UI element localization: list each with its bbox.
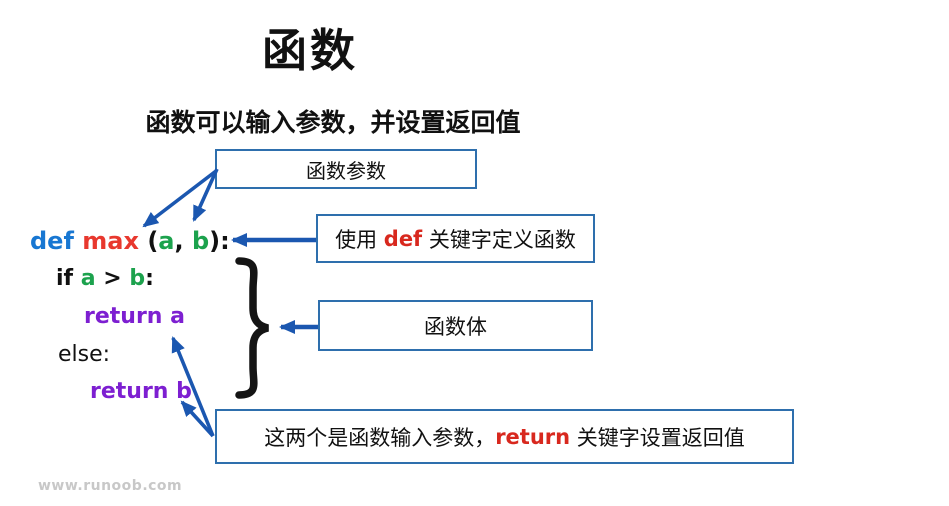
arrow-params-to-b	[192, 168, 219, 222]
code-token-return-b: return b	[90, 379, 192, 404]
code-token-def: def	[30, 227, 74, 255]
code-token-paren-open: (	[147, 227, 159, 255]
code-token-param-b: b	[191, 227, 210, 255]
code-token-colon: :	[145, 266, 154, 291]
callout-def-suffix: 关键字定义函数	[422, 227, 576, 252]
callout-def-prefix: 使用	[335, 227, 384, 252]
callout-def-keyword-text: def	[383, 226, 423, 251]
arrow-return-callout-to-return-b	[180, 400, 215, 438]
callout-return-suffix: 关键字设置返回值	[570, 425, 745, 450]
callout-function-body: 函数体	[318, 300, 593, 351]
code-token-if: if	[56, 266, 81, 291]
code-body-brace	[235, 257, 269, 399]
callout-function-params-label: 函数参数	[306, 158, 386, 183]
callout-return-keyword-text: return	[495, 424, 571, 449]
page-subtitle: 函数可以输入参数，并设置返回值	[145, 108, 521, 137]
code-token-max: max	[73, 227, 148, 255]
code-token-paren-close: ):	[209, 227, 230, 255]
callout-return-prefix: 这两个是函数输入参数，	[264, 425, 496, 450]
code-line-return-b: return b	[90, 381, 192, 403]
code-token-b: b	[129, 266, 146, 291]
code-token-return-a: return a	[84, 304, 185, 329]
code-line-else: else:	[58, 344, 110, 366]
page-title: 函数	[261, 24, 358, 77]
callout-return-keyword: 这两个是函数输入参数，return 关键字设置返回值	[215, 409, 794, 464]
callout-function-body-label: 函数体	[424, 314, 487, 339]
code-token-comma: ,	[174, 227, 192, 255]
code-token-param-a: a	[158, 227, 175, 255]
code-line-if: if a > b:	[56, 268, 154, 290]
runoob-watermark: www.runoob.com	[38, 478, 183, 494]
code-token-a: a	[80, 266, 96, 291]
code-token-gt: >	[95, 266, 130, 291]
code-line-return-a: return a	[84, 306, 185, 328]
callout-function-params: 函数参数	[215, 149, 477, 189]
callout-def-keyword: 使用 def 关键字定义函数	[316, 214, 595, 263]
code-token-else: else:	[58, 342, 111, 367]
code-line-def: def max (a, b):	[30, 229, 230, 253]
arrow-params-to-a	[142, 169, 218, 228]
